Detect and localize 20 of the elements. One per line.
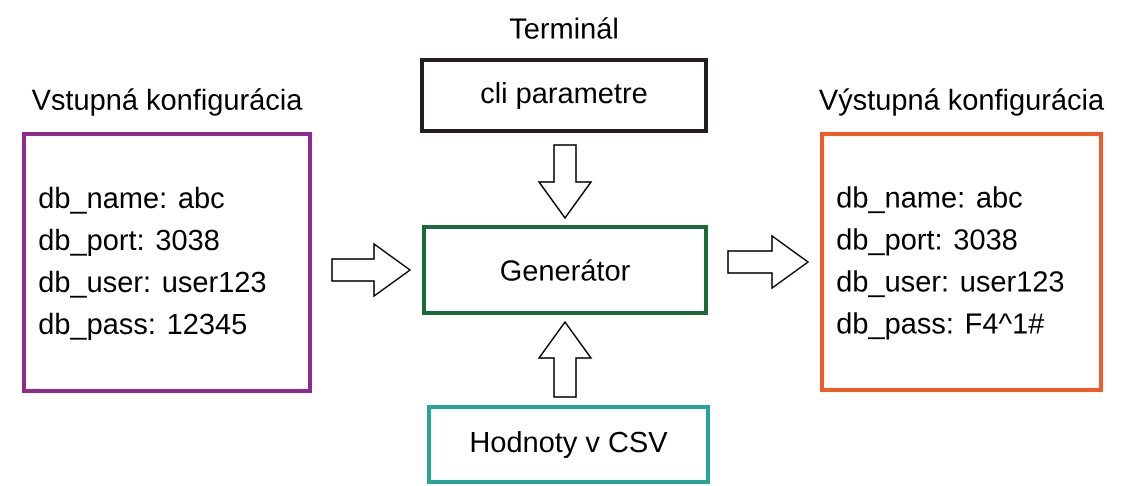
block-arrow (331, 242, 412, 298)
input-box: Hodnoty v CSV (427, 405, 710, 484)
node-label: db_name: abc (39, 186, 224, 214)
input-box: cli parametre (420, 58, 708, 133)
node-label: db_user: user123 (39, 270, 266, 298)
process-box: Generátor (422, 225, 708, 315)
node-label: db_pass: F4^1# (837, 312, 1045, 340)
box-heading: Terminál (509, 17, 617, 39)
node-label: db_port: 3038 (837, 228, 1017, 256)
config-box: db_name: abc db_port: 3038 db_user: user123 db_pass: F4^1# (820, 132, 1103, 392)
node-label: db_user: user123 (837, 270, 1064, 298)
block-arrow (537, 320, 593, 398)
box-heading: Výstupná konfigurácia (818, 88, 1105, 116)
box-heading: Vstupná konfigurácia (31, 88, 303, 116)
block-arrow (727, 234, 810, 290)
block-arrow (537, 144, 593, 220)
config-box: db_name: abc db_port: 3038 db_user: user123 db_pass: 12345 (22, 132, 312, 393)
node-label: db_name: abc (837, 186, 1022, 214)
node-label: db_pass: 12345 (39, 312, 247, 340)
node-label: db_port: 3038 (39, 228, 219, 256)
